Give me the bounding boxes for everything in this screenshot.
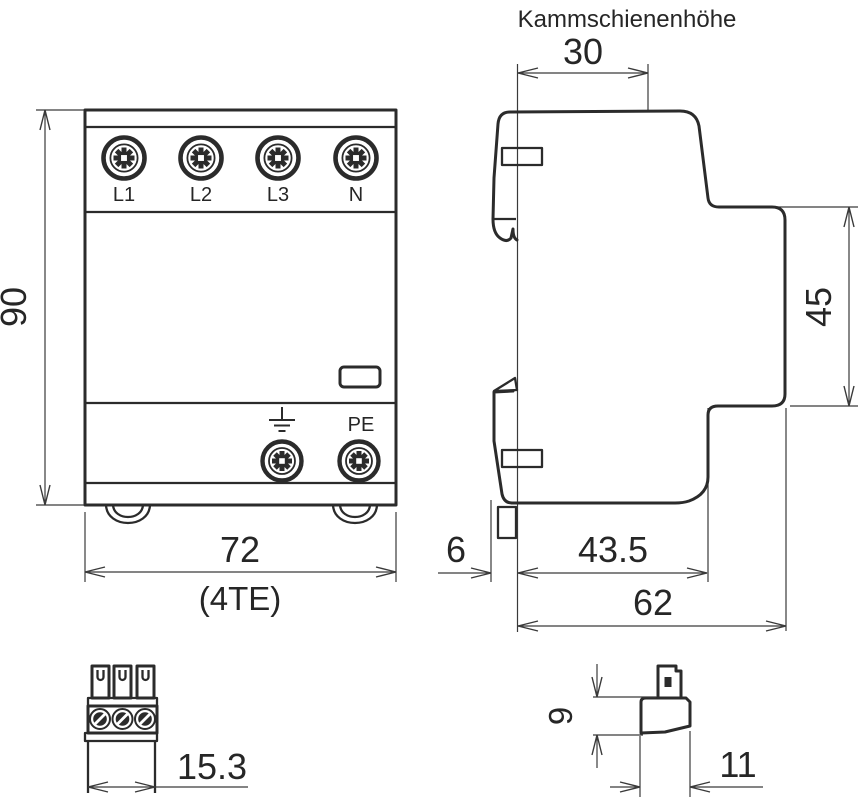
- terminal-label-l1: L1: [113, 184, 135, 206]
- prong: [90, 664, 111, 700]
- terminal-screw-icon: [178, 135, 224, 181]
- dim-label-72: 72: [220, 529, 260, 570]
- terminal-label-l2: L2: [190, 184, 212, 206]
- din-clip-block-bottom: [492, 389, 515, 505]
- dim-label-62: 62: [633, 582, 673, 623]
- dim-label-11: 11: [719, 744, 756, 785]
- dim-connector-height: 9: [542, 664, 603, 768]
- prong-contact-side: [664, 677, 672, 687]
- comb-rail-title: Kammschienenhöhe: [518, 6, 737, 33]
- prong-contact: [141, 670, 150, 682]
- dim-comb-rail-height: 30: [517, 31, 649, 79]
- dim-front-width: 72 (4TE): [84, 512, 397, 617]
- screw-icon: [134, 708, 156, 730]
- screw-icon: [89, 708, 111, 730]
- prong-contact: [96, 670, 105, 682]
- dim-mounting-height: 45: [798, 206, 855, 407]
- dim-label-90: 90: [0, 287, 34, 327]
- connector-screws: [89, 708, 156, 730]
- mounting-feet: [104, 504, 379, 525]
- pe-label: PE: [348, 414, 375, 436]
- dim-total-depth: 62: [517, 582, 787, 632]
- device-body-front: [83, 108, 398, 507]
- terminal-label-n: N: [349, 184, 363, 206]
- din-clip-foot: [496, 505, 518, 540]
- status-window-indicator: [338, 365, 382, 389]
- connector-prongs: [90, 664, 156, 700]
- terminal-screw-icon: [260, 439, 304, 483]
- connector-front-view: 15.3: [83, 664, 248, 793]
- dim-front-depth: 43.5: [517, 529, 708, 579]
- device-body-side: [491, 109, 787, 505]
- dim-front-height: 90: [0, 109, 84, 506]
- side-view: Kammschienenhöhe 30 45: [438, 6, 858, 632]
- foot-right-inner: [338, 504, 372, 519]
- foot-left-inner: [111, 504, 145, 519]
- din-clip-latch-tip: [492, 376, 519, 393]
- clip-slot-top: [500, 146, 544, 167]
- terminal-screw-icon: [255, 135, 301, 181]
- dim-connector-width: 15.3: [87, 746, 248, 793]
- terminal-label-l3: L3: [267, 184, 289, 206]
- prong: [135, 664, 156, 700]
- foot-right-outer: [331, 504, 379, 525]
- screw-icon: [111, 708, 134, 730]
- dim-label-6: 6: [446, 529, 466, 570]
- connector-base-strip: [83, 731, 159, 743]
- terminal-screws: [101, 135, 379, 181]
- dim-label-45: 45: [798, 287, 839, 327]
- terminal-screw-icon: [333, 135, 379, 181]
- dim-label-9: 9: [542, 707, 579, 725]
- connector-body-side: [639, 696, 692, 735]
- earth-symbol-icon: [269, 407, 295, 432]
- terminal-screw-icon: [337, 439, 381, 483]
- dim-label-30: 30: [563, 31, 603, 72]
- front-view: L1 L2 L3 N PE 90: [0, 108, 398, 617]
- clip-slot-bottom: [500, 448, 544, 469]
- dim-clip-offset: 6: [438, 529, 492, 579]
- dim-connector-depth: 11: [610, 744, 763, 793]
- prong-contact: [118, 670, 127, 682]
- prong: [112, 664, 133, 700]
- din-clip-hook-top: [491, 217, 519, 242]
- connector-side-view: 9 11: [542, 664, 763, 797]
- dim-label-4te: (4TE): [199, 580, 282, 617]
- connector-lower-body: [86, 741, 157, 793]
- dim-label-435: 43.5: [578, 529, 648, 570]
- prong-side: [656, 664, 683, 700]
- foot-left-outer: [104, 504, 152, 525]
- dim-label-153: 15.3: [177, 746, 247, 787]
- terminal-screw-icon: [101, 135, 147, 181]
